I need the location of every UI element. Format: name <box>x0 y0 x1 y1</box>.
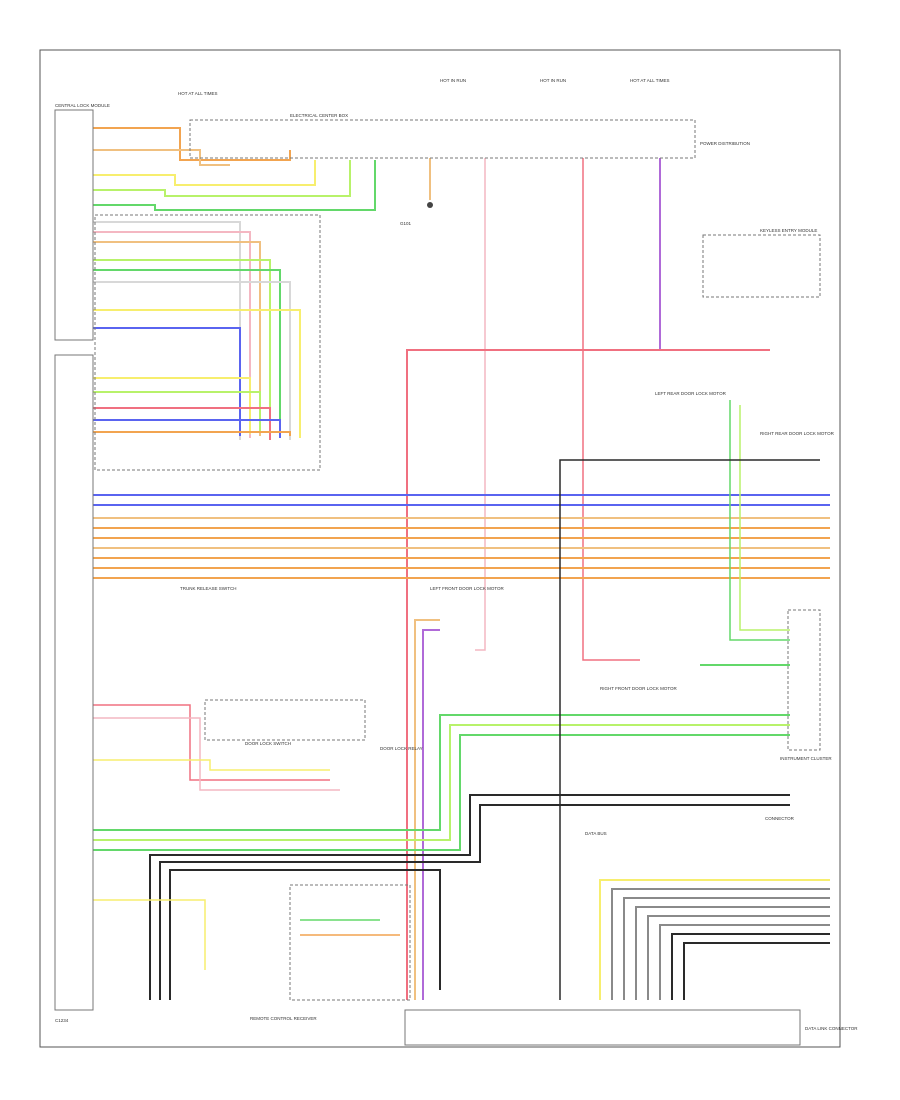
right-module-a-label: KEYLESS ENTRY MODULE <box>760 228 817 233</box>
left-module-footer: C1234 <box>55 1018 69 1023</box>
right-module-b <box>787 609 821 751</box>
wire-fanout <box>659 924 830 1000</box>
left-rear-module-box <box>289 884 411 1001</box>
wire-fanout <box>611 888 830 1000</box>
wire-fanout <box>671 933 830 1000</box>
power-dist-label: POWER DISTRIBUTION <box>700 141 750 146</box>
bottom-module-label: DATA LINK CONNECTOR <box>805 1026 858 1031</box>
wire-mid-row <box>93 269 281 432</box>
wire-mid-row <box>93 309 301 438</box>
hot-label-2: HOT IN RUN <box>440 78 466 83</box>
wire-tan-bus <box>414 619 440 1000</box>
wire-green-long-2 <box>93 724 790 841</box>
wire-green-right-2 <box>739 405 790 631</box>
left-rear-module-label: REMOTE CONTROL RECEIVER <box>250 1016 317 1021</box>
hot-label-4: HOT AT ALL TIMES <box>630 78 670 83</box>
wire-green-top <box>93 160 376 211</box>
fuse-box <box>189 119 696 159</box>
fuse-box-label: ELECTRICAL CENTER BOX <box>290 113 348 118</box>
hot-label-3: HOT IN RUN <box>540 78 566 83</box>
wire-black-bundle-2 <box>159 804 790 1000</box>
trunk-release-label: TRUNK RELEASE SWITCH <box>180 586 237 591</box>
ground-label: G101 <box>400 221 412 226</box>
wire-yellow-bottom <box>93 899 206 970</box>
wire-fanout <box>635 906 830 1000</box>
wire-red-lower <box>93 704 330 781</box>
right-module-a <box>702 234 821 298</box>
wire-mid-row <box>93 377 251 434</box>
bottom-module-box <box>404 1009 801 1046</box>
left-module-box <box>54 109 94 341</box>
wire-mid-row <box>93 241 261 436</box>
wire-mid-row <box>93 419 281 438</box>
wire-mid-row <box>93 327 241 436</box>
door-lock-switch-label: DOOR LOCK SWITCH <box>245 741 291 746</box>
wire-fanout <box>683 942 830 1000</box>
right-conn-label: CONNECTOR <box>765 816 795 821</box>
wire-green-long-1 <box>93 714 790 831</box>
wire-red-bus <box>406 349 770 1000</box>
left-module-title: CENTRAL LOCK MODULE <box>55 103 110 108</box>
right-module-b-label: INSTRUMENT CLUSTER <box>780 756 832 761</box>
wire-tan-top <box>93 149 230 166</box>
wire-orange-top <box>93 127 291 161</box>
data-bus-label: DATA BUS <box>585 831 607 836</box>
lr-door-label: LEFT REAR DOOR LOCK MOTOR <box>655 391 727 396</box>
wire-mid-row <box>93 407 271 440</box>
component-layer <box>54 109 821 1046</box>
wire-green-long-3 <box>93 734 790 851</box>
wire-layer <box>93 127 830 1000</box>
wire-black-trunk <box>559 459 820 1000</box>
rf-door-label: RIGHT FRONT DOOR LOCK MOTOR <box>600 686 678 691</box>
wire-mid-row <box>93 281 291 440</box>
mid-bundle-box <box>94 214 321 471</box>
wire-black-bundle-1 <box>149 794 790 1000</box>
wire-mid-row <box>93 231 251 438</box>
wire-green-right-1 <box>729 400 790 641</box>
hot-label-1: HOT AT ALL TIMES <box>178 91 218 96</box>
wire-yellow-lower <box>93 759 330 771</box>
wire-mid-row <box>93 431 291 436</box>
wire-yellow-top <box>93 160 316 186</box>
mid-door-label: DOOR LOCK RELAY <box>380 746 423 751</box>
wire-lime-top <box>93 160 351 197</box>
door-lock-switch-box <box>204 699 366 741</box>
ground-symbol <box>427 202 433 208</box>
wire-mid-row <box>93 391 261 432</box>
wire-fanout <box>647 915 830 1000</box>
wire-pink-lower <box>93 717 340 791</box>
left-module-lower-box <box>54 354 94 1011</box>
wire-black-bundle-3 <box>169 869 441 1000</box>
rr-door-label: RIGHT REAR DOOR LOCK MOTOR <box>760 431 835 436</box>
wire-pink-vertical <box>475 158 486 651</box>
lf-door-label: LEFT FRONT DOOR LOCK MOTOR <box>430 586 505 591</box>
wire-mid-row <box>93 259 271 434</box>
wire-fanout <box>623 897 830 1000</box>
wire-red-vertical <box>582 158 640 661</box>
wire-fanout <box>599 879 830 1000</box>
diagram-frame <box>39 49 841 1048</box>
wire-violet-bus <box>422 629 440 1000</box>
label-layer: CENTRAL LOCK MODULE C1234 ELECTRICAL CENTE… <box>55 78 858 1031</box>
